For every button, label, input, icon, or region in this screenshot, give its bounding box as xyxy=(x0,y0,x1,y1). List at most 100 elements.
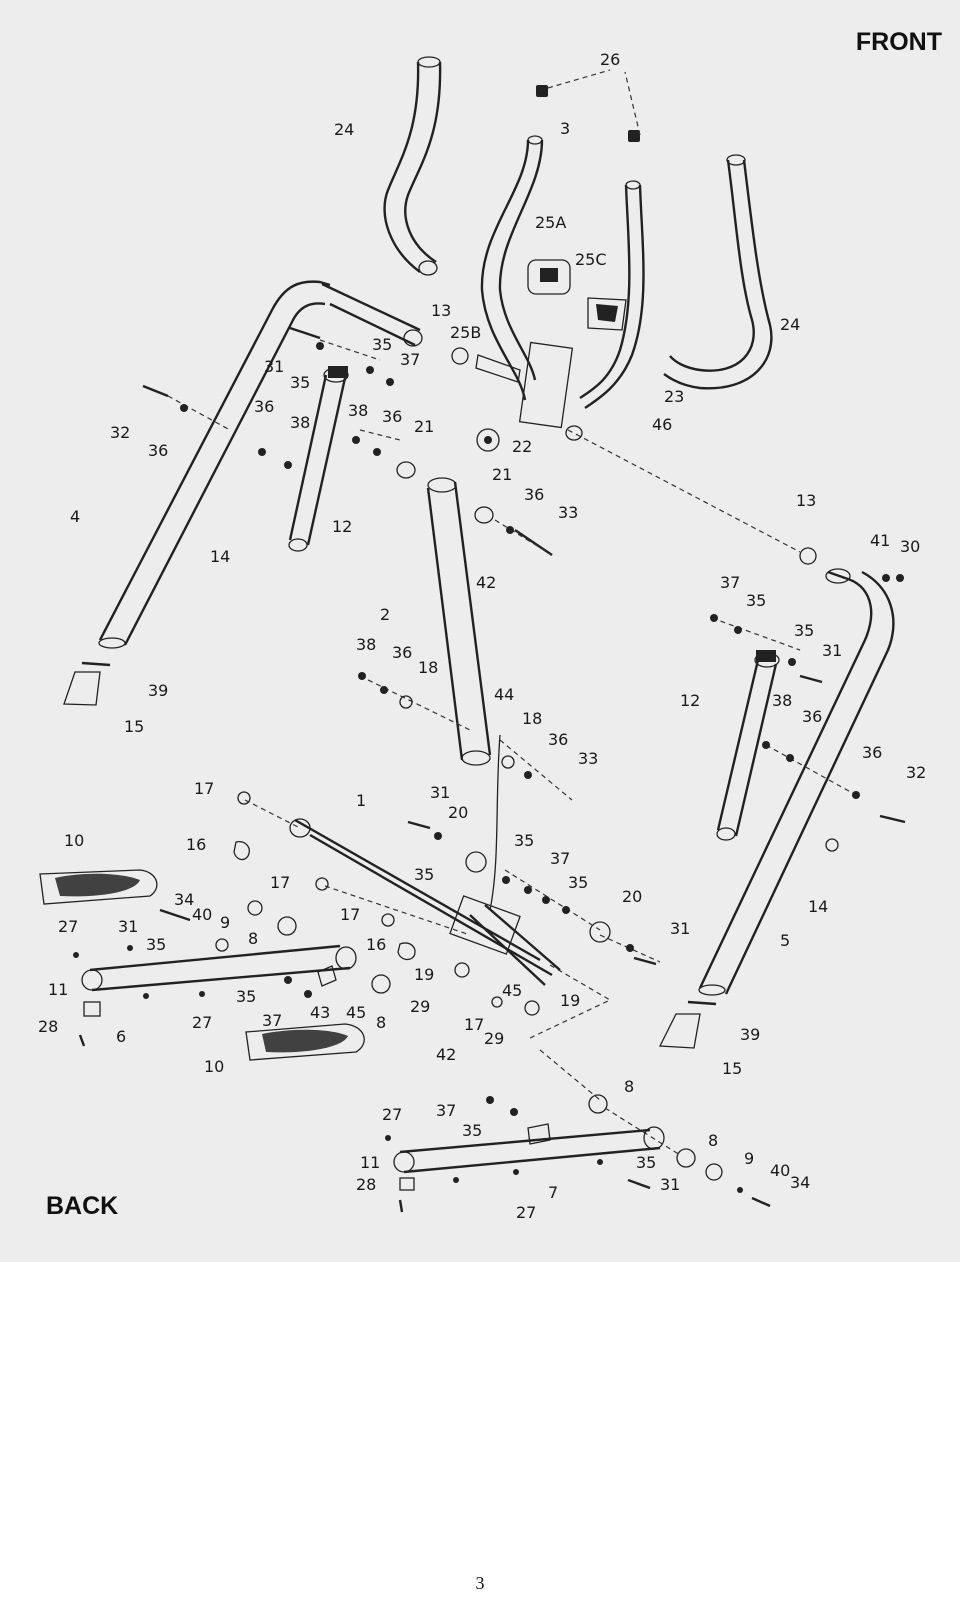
part-label: 3 xyxy=(560,119,570,138)
part-label: 35 xyxy=(636,1153,656,1172)
part-label: 36 xyxy=(524,485,544,504)
part-label: 33 xyxy=(578,749,598,768)
part-label: 26 xyxy=(600,50,620,69)
part-label: 35 xyxy=(372,335,392,354)
part-label: 35 xyxy=(236,987,256,1006)
right-damper xyxy=(716,659,778,837)
left-upper-handlebar xyxy=(383,61,421,273)
part-label: 1 xyxy=(356,791,366,810)
part-label: 13 xyxy=(796,491,816,510)
part-label: 39 xyxy=(740,1025,760,1044)
part-label: 27 xyxy=(516,1203,536,1222)
left-pedal-arm xyxy=(89,944,351,992)
right-upper-handlebar xyxy=(669,159,755,372)
part-label: 31 xyxy=(264,357,284,376)
page-number: 3 xyxy=(475,1573,485,1593)
part-label: 12 xyxy=(332,517,352,536)
diagram-drawing: 2624325A25C241325B3537313523463236363838… xyxy=(38,50,926,1222)
part-label: 31 xyxy=(118,917,138,936)
back-orientation-label: BACK xyxy=(46,1192,119,1220)
part-label: 36 xyxy=(382,407,402,426)
part-label: 8 xyxy=(248,929,258,948)
part-label: 36 xyxy=(802,707,822,726)
part-label: 44 xyxy=(494,685,514,704)
part-label: 24 xyxy=(780,315,800,334)
tension-knob[interactable] xyxy=(476,428,500,452)
part-label: 17 xyxy=(270,873,290,892)
part-label: 45 xyxy=(346,1003,366,1022)
part-label: 45 xyxy=(502,981,522,1000)
part-label: 35 xyxy=(514,831,534,850)
part-label: 34 xyxy=(174,890,194,909)
part-label: 29 xyxy=(410,997,430,1016)
part-label: 39 xyxy=(148,681,168,700)
part-label: 9 xyxy=(220,913,230,932)
part-label: 8 xyxy=(624,1077,634,1096)
part-label: 15 xyxy=(124,717,144,736)
part-label: 31 xyxy=(660,1175,680,1194)
part-label: 23 xyxy=(664,387,684,406)
part-label: 6 xyxy=(116,1027,126,1046)
part-label: 40 xyxy=(770,1161,790,1180)
part-label: 20 xyxy=(622,887,642,906)
part-label: 35 xyxy=(746,591,766,610)
part-label: 28 xyxy=(356,1175,376,1194)
part-label: 16 xyxy=(366,935,386,954)
part-label: 14 xyxy=(210,547,230,566)
part-label: 13 xyxy=(431,301,451,320)
part-label: 27 xyxy=(58,917,78,936)
part-label: 12 xyxy=(680,691,700,710)
part-label: 27 xyxy=(192,1013,212,1032)
part-label: 20 xyxy=(448,803,468,822)
right-foot-pedal[interactable] xyxy=(245,1023,365,1061)
part-label: 36 xyxy=(148,441,168,460)
part-label: 18 xyxy=(418,658,438,677)
front-orientation-label: FRONT xyxy=(855,28,942,56)
part-label: 17 xyxy=(194,779,214,798)
part-label: 40 xyxy=(192,905,212,924)
part-label: 2 xyxy=(380,605,390,624)
part-label: 38 xyxy=(772,691,792,710)
computer-console xyxy=(527,259,571,295)
part-label: 30 xyxy=(900,537,920,556)
part-label: 41 xyxy=(870,531,890,550)
part-label: 8 xyxy=(376,1013,386,1032)
part-label: 24 xyxy=(334,120,354,139)
part-label: 37 xyxy=(262,1011,282,1030)
part-label: 8 xyxy=(708,1131,718,1150)
part-label: 11 xyxy=(48,980,68,999)
part-label: 35 xyxy=(290,373,310,392)
part-label: 35 xyxy=(462,1121,482,1140)
part-label: 22 xyxy=(512,437,532,456)
left-foot-pedal[interactable] xyxy=(39,869,158,905)
part-label: 29 xyxy=(484,1029,504,1048)
part-label: 10 xyxy=(64,831,84,850)
part-label: 46 xyxy=(652,415,672,434)
part-label: 36 xyxy=(548,730,568,749)
part-label: 32 xyxy=(110,423,130,442)
right-pedal-arm xyxy=(399,1128,661,1174)
part-label: 35 xyxy=(414,865,434,884)
part-label: 10 xyxy=(204,1057,224,1076)
part-label: 42 xyxy=(436,1045,456,1064)
part-label: 31 xyxy=(670,919,690,938)
part-label: 36 xyxy=(862,743,882,762)
part-label: 36 xyxy=(254,397,274,416)
part-label: 38 xyxy=(348,401,368,420)
left-damper xyxy=(288,374,347,546)
part-label: 36 xyxy=(392,643,412,662)
part-label: 4 xyxy=(70,507,80,526)
part-label: 43 xyxy=(310,1003,330,1022)
part-label: 11 xyxy=(360,1153,380,1172)
part-label: 21 xyxy=(414,417,434,436)
console-mast-handle xyxy=(480,139,530,401)
part-label: 25B xyxy=(450,323,481,342)
part-label: 35 xyxy=(568,873,588,892)
center-support-arm xyxy=(426,481,492,761)
part-label: 34 xyxy=(790,1173,810,1192)
part-label: 37 xyxy=(720,573,740,592)
part-label: 17 xyxy=(340,905,360,924)
right-lower-handlebar xyxy=(698,570,873,989)
